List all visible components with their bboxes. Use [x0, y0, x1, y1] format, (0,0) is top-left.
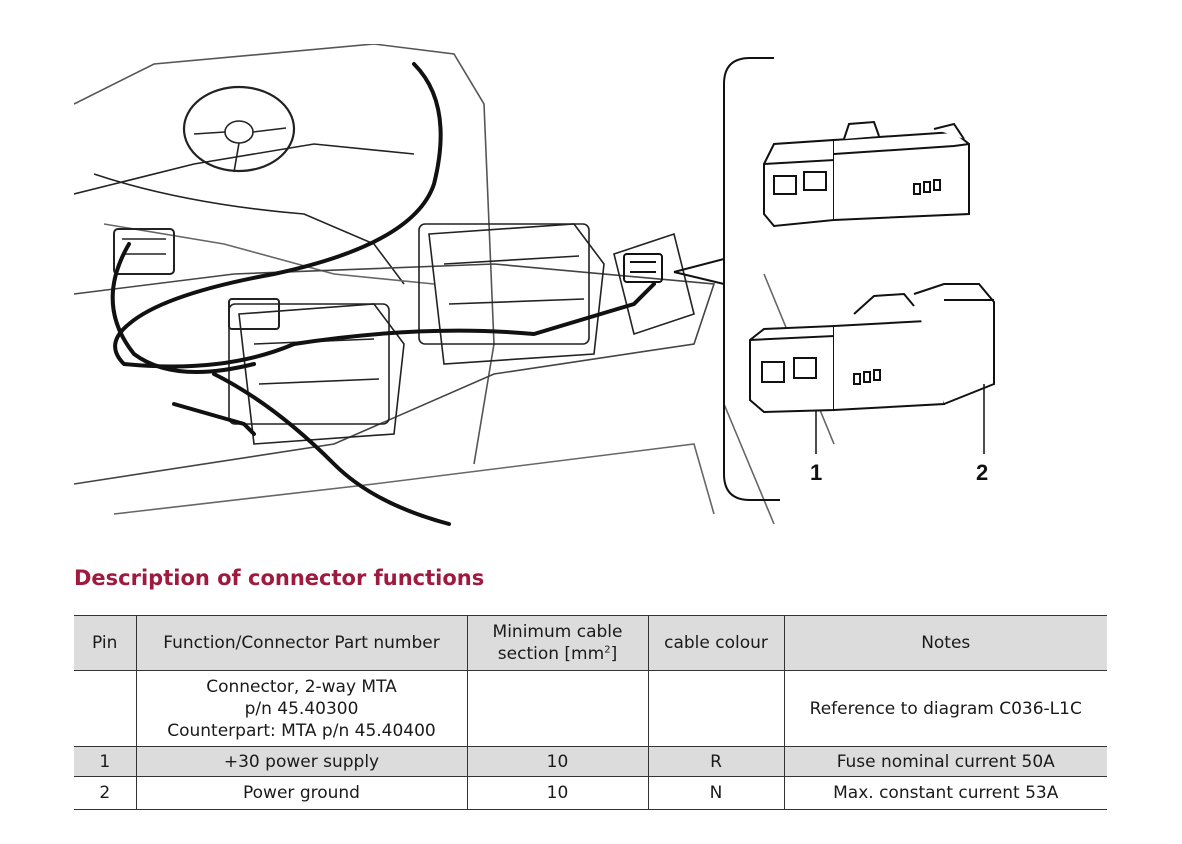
header-section: Minimum cable section [mm2] [466, 615, 649, 671]
header-section-line2: section [mm2] [497, 644, 618, 664]
vehicle-connector-illustration: 1 2 [74, 44, 995, 526]
cell-notes: Max. constant current 53A [783, 776, 1107, 810]
section-title: Description of connector functions [74, 566, 485, 590]
wiring-harness [110, 62, 656, 526]
cell-section: 10 [466, 746, 649, 777]
connector-functions-table: Pin Function/Connector Part number Minim… [74, 615, 1107, 810]
cell-function: Connector, 2-way MTA p/n 45.40300 Counte… [135, 670, 468, 747]
cell-colour: R [647, 746, 785, 777]
cell-pin: 2 [74, 776, 137, 810]
cell-colour: N [647, 776, 785, 810]
cell-pin [74, 670, 137, 747]
main-connector [623, 253, 663, 283]
detail-bracket [673, 57, 780, 501]
cell-notes: Reference to diagram C036-L1C [783, 670, 1107, 747]
table-row-connector: Connector, 2-way MTA p/n 45.40300 Counte… [74, 670, 1107, 747]
header-function: Function/Connector Part number [135, 615, 468, 671]
callout-label-1: 1 [810, 460, 822, 485]
header-section-line1: Minimum cable [492, 622, 623, 642]
connector-line-2: p/n 45.40300 [244, 698, 359, 719]
header-notes: Notes [783, 615, 1107, 671]
cell-colour [647, 670, 785, 747]
cell-pin: 1 [74, 746, 137, 777]
cell-function: Power ground [135, 776, 468, 810]
connector-line-1: Connector, 2-way MTA [206, 676, 397, 697]
connector-detail-lower [749, 283, 995, 414]
cell-function: +30 power supply [135, 746, 468, 777]
cell-section [466, 670, 649, 747]
callout-label-2: 2 [976, 460, 988, 485]
header-cable-colour: cable colour [647, 615, 785, 671]
header-pin: Pin [74, 615, 137, 671]
table-header-row: Pin Function/Connector Part number Minim… [74, 615, 1107, 671]
connector-line-3: Counterpart: MTA p/n 45.40400 [167, 720, 436, 741]
cell-notes: Fuse nominal current 50A [783, 746, 1107, 777]
connector-detail-upper [763, 120, 970, 228]
table-row: 2 Power ground 10 N Max. constant curren… [74, 776, 1107, 810]
cell-section: 10 [466, 776, 649, 810]
table-row: 1 +30 power supply 10 R Fuse nominal cur… [74, 746, 1107, 777]
